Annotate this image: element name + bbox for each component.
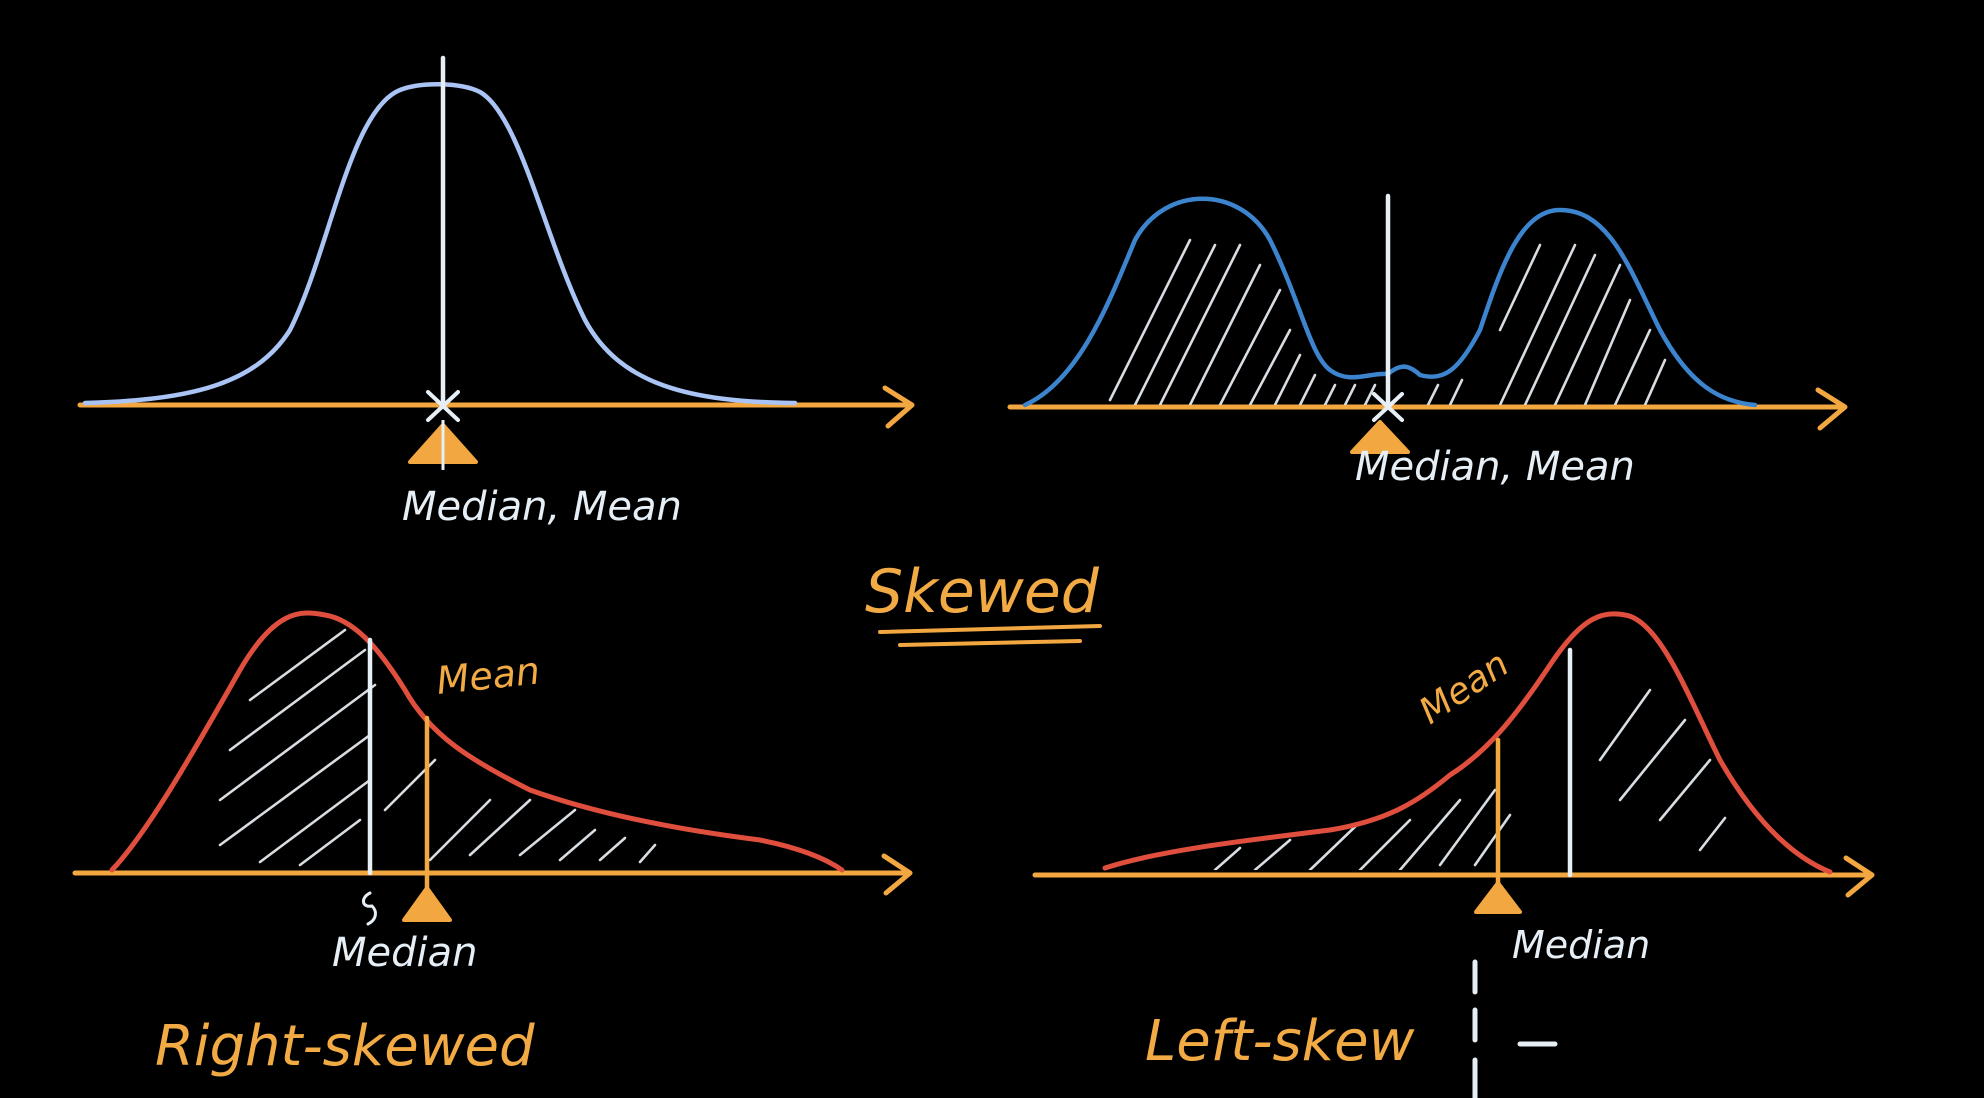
center-cross-mark bbox=[1372, 392, 1404, 422]
median-mean-label: Median, Mean bbox=[1355, 444, 1635, 490]
right-skewed-curve bbox=[109, 610, 845, 873]
median-pointer-mark bbox=[362, 891, 377, 926]
balance-fulcrum-icon bbox=[1350, 420, 1410, 454]
bimodal-curve bbox=[1022, 196, 1758, 408]
x-axis bbox=[77, 385, 915, 429]
right-skewed-panel: Mean Median Right-skewed bbox=[72, 610, 913, 1079]
mean-label: Mean bbox=[434, 648, 542, 703]
x-axis bbox=[1032, 855, 1875, 898]
bimodal-distribution-panel: Median, Mean bbox=[1007, 193, 1848, 490]
hatch-shading bbox=[218, 628, 657, 867]
heading-text: Skewed bbox=[865, 557, 1100, 627]
x-axis bbox=[1007, 387, 1848, 431]
x-axis bbox=[72, 853, 913, 896]
mean-label: Mean bbox=[1412, 644, 1516, 733]
mean-fulcrum-icon bbox=[402, 886, 452, 922]
mean-fulcrum-icon bbox=[1474, 881, 1522, 914]
heading-underline bbox=[878, 624, 1102, 647]
left-skewed-curve bbox=[1102, 611, 1833, 875]
median-mean-label: Median, Mean bbox=[402, 484, 682, 530]
median-label: Median bbox=[1512, 923, 1650, 967]
skewed-heading: Skewed bbox=[865, 557, 1102, 647]
center-cross-mark bbox=[426, 390, 460, 422]
panel-title: Right-skewed bbox=[155, 1014, 535, 1079]
panel-title: Left-skew bbox=[1145, 1009, 1415, 1074]
symmetric-curve bbox=[82, 82, 798, 406]
hatch-shading bbox=[1213, 688, 1727, 870]
median-label: Median bbox=[332, 930, 478, 976]
hatch-shading bbox=[1108, 238, 1667, 405]
cursor-crosshair bbox=[1472, 959, 1558, 1098]
left-skewed-panel: Mean Median Left-skew bbox=[1032, 611, 1875, 1098]
symmetric-distribution-panel: Median, Mean bbox=[77, 55, 915, 530]
